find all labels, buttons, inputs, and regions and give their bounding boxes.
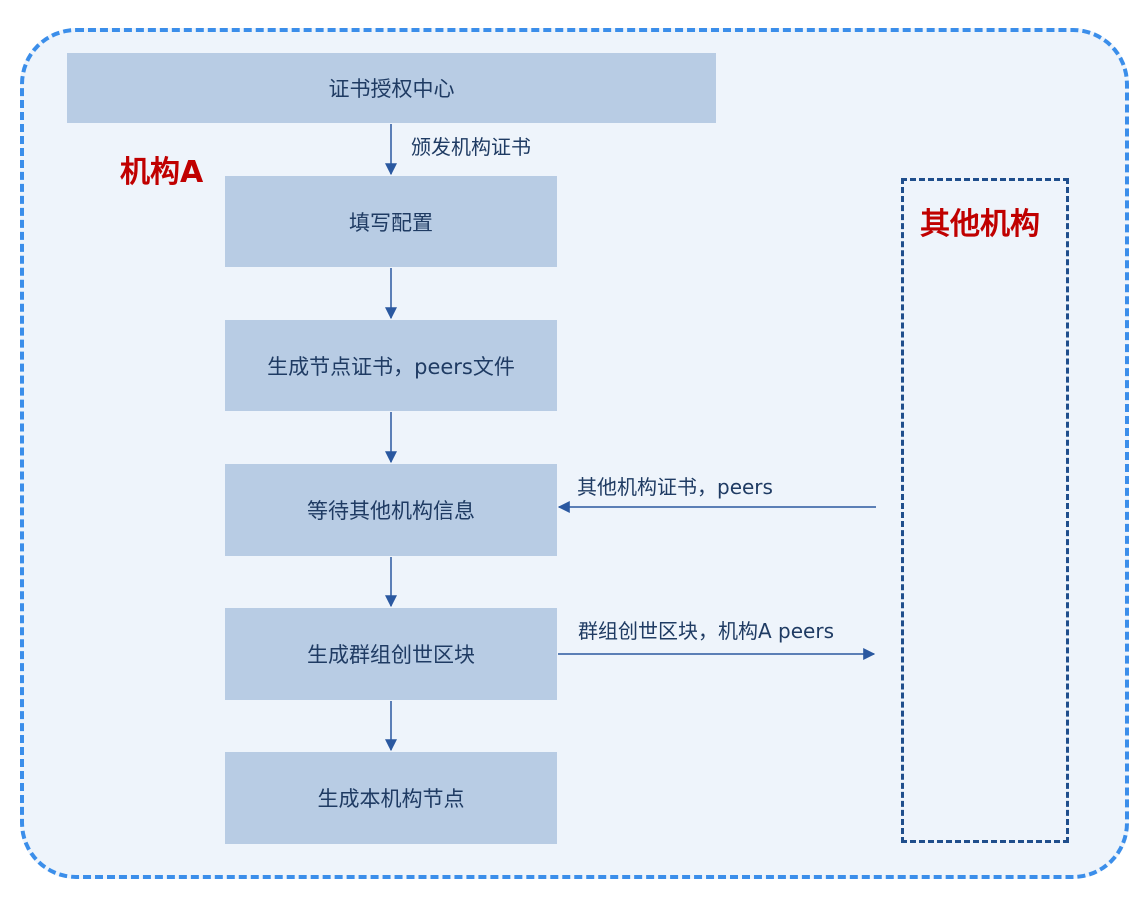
step-wait-info: 等待其他机构信息 bbox=[225, 464, 557, 556]
issue-cert-label: 颁发机构证书 bbox=[411, 135, 531, 159]
step-label: 生成节点证书，peers文件 bbox=[267, 354, 515, 379]
ca-box: 证书授权中心 bbox=[67, 53, 716, 123]
outer-container bbox=[20, 28, 1129, 879]
step-label: 生成本机构节点 bbox=[317, 787, 465, 811]
step-fill-config: 填写配置 bbox=[225, 176, 557, 267]
other-org-box bbox=[901, 178, 1069, 843]
step-label: 生成群组创世区块 bbox=[307, 643, 475, 667]
outgoing-label: 群组创世区块，机构A peers bbox=[578, 619, 834, 643]
step-genesis-block: 生成群组创世区块 bbox=[225, 608, 557, 700]
org-a-title: 机构A bbox=[120, 155, 204, 190]
step-generate-certs: 生成节点证书，peers文件 bbox=[225, 320, 557, 411]
other-org-title: 其他机构 bbox=[920, 207, 1040, 242]
step-label: 等待其他机构信息 bbox=[307, 499, 475, 523]
ca-label: 证书授权中心 bbox=[328, 77, 455, 101]
step-generate-nodes: 生成本机构节点 bbox=[225, 752, 557, 844]
step-label: 填写配置 bbox=[349, 210, 433, 235]
incoming-label: 其他机构证书，peers bbox=[577, 475, 773, 499]
